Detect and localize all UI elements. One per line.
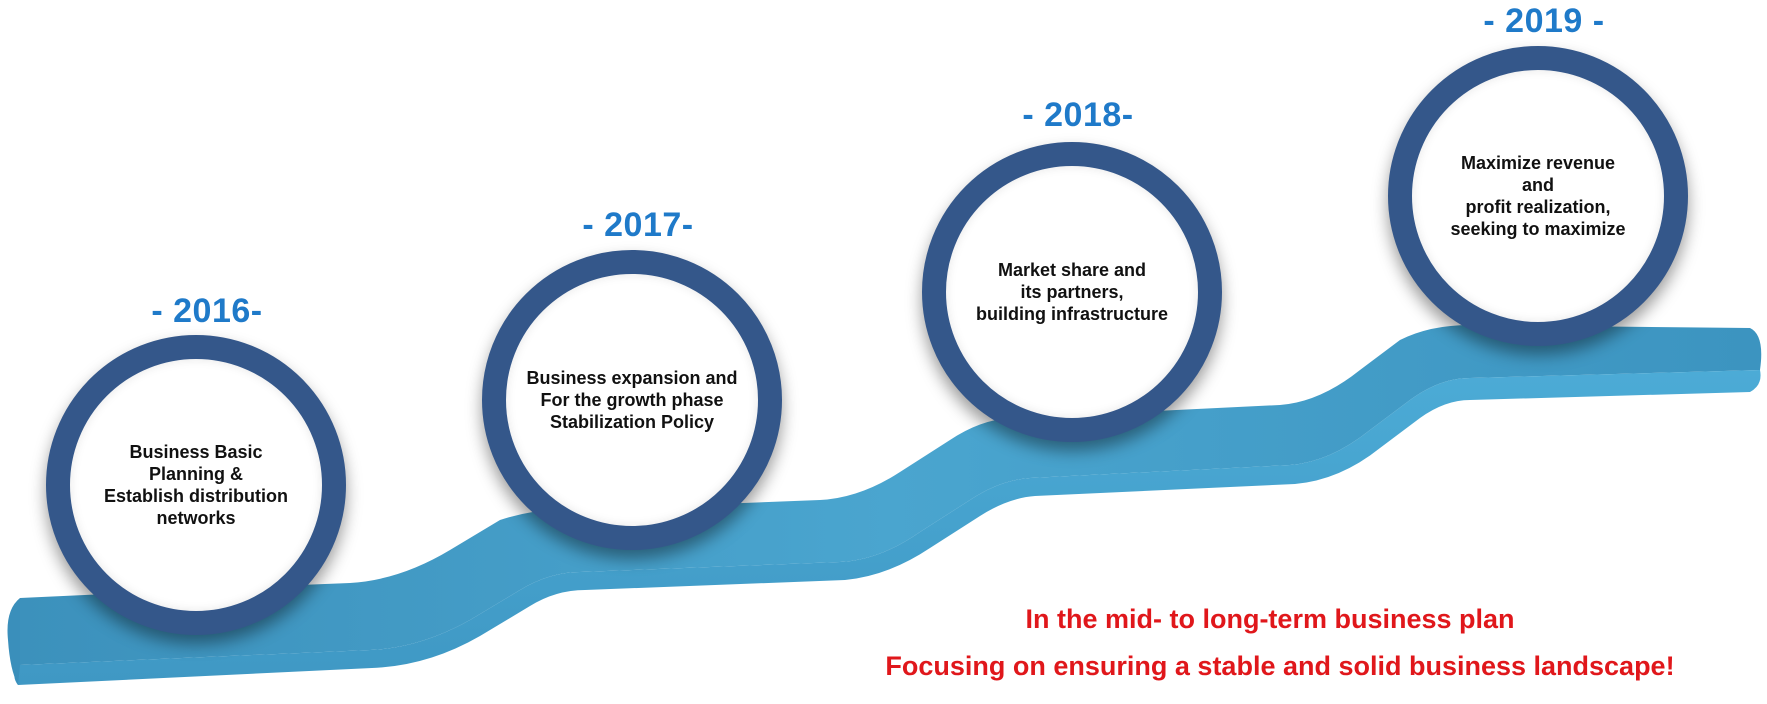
milestone-text: Maximize revenue (1460, 153, 1616, 173)
milestone-text: Business expansion and (526, 368, 738, 388)
milestone-circle-2019: Maximize revenue and profit realization,… (1388, 46, 1688, 346)
year-label-2019: - 2019 - (1483, 2, 1605, 40)
milestone-text: Business Basic (129, 442, 263, 462)
milestone-text: seeking to maximize (1450, 219, 1626, 239)
milestone-text: profit realization, (1465, 197, 1611, 217)
milestone-text: Establish distribution (103, 486, 288, 506)
milestone-text: Market share and (997, 260, 1147, 280)
year-label-2018: - 2018- (1022, 96, 1134, 134)
milestone-text: Planning & (148, 464, 243, 484)
slogan-line-1: In the mid- to long-term business plan (1025, 604, 1515, 634)
milestone-text: building infrastructure (975, 304, 1168, 324)
milestone-text: For the growth phase (540, 390, 724, 410)
milestone-circle-2018: Market share and its partners, building … (922, 142, 1222, 442)
milestone-text: and (1521, 175, 1554, 195)
milestone-circle-2017: Business expansion and For the growth ph… (482, 250, 782, 550)
ribbon-top-surface (20, 325, 1762, 665)
ribbon-left-end (7, 598, 20, 685)
milestone-text: its partners, (1020, 282, 1124, 302)
milestone-text: Stabilization Policy (549, 412, 715, 432)
milestone-text: networks (156, 508, 236, 528)
year-label-2017: - 2017- (582, 206, 694, 244)
year-label-2016: - 2016- (151, 292, 263, 330)
slogan-line-2: Focusing on ensuring a stable and solid … (885, 651, 1675, 681)
milestone-circle-2016: Business Basic Planning & Establish dist… (46, 335, 346, 635)
